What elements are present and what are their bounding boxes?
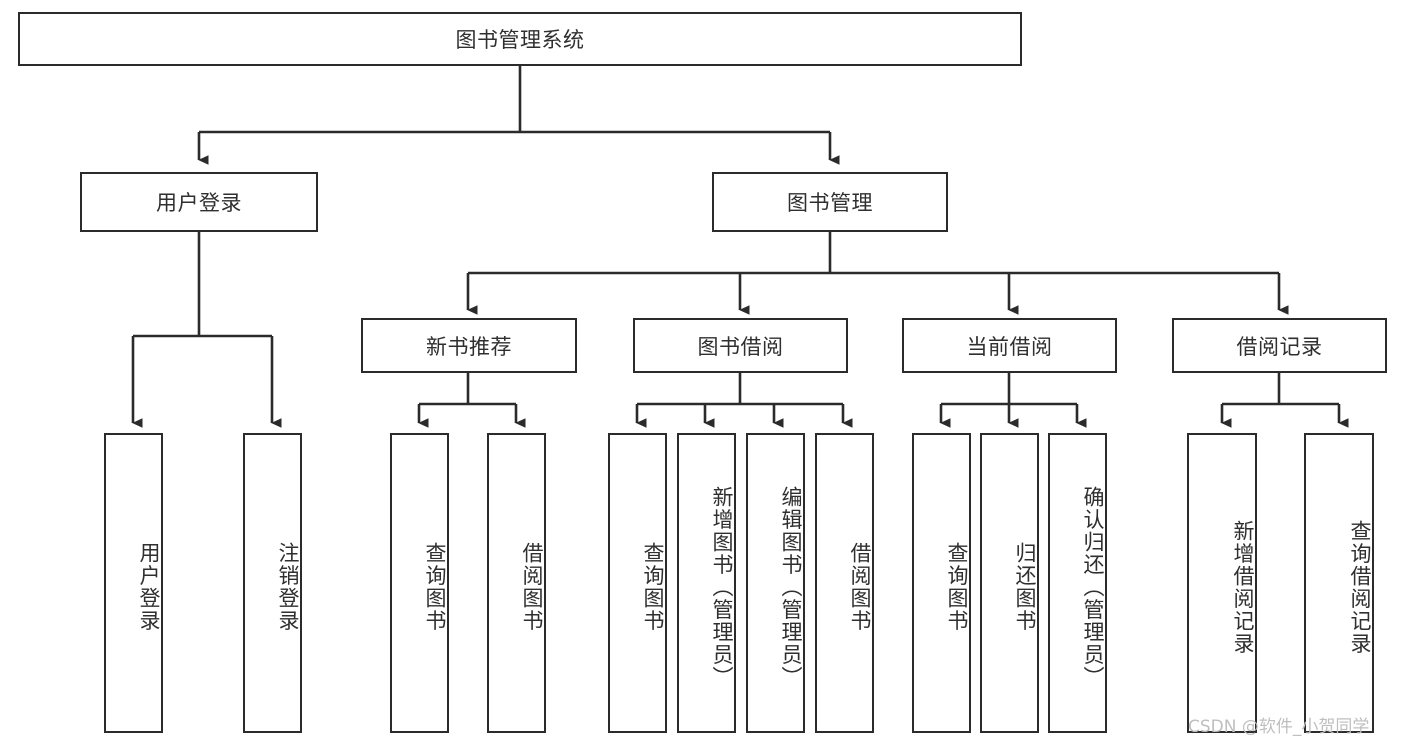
leaf-current-borrow-2[interactable]: 归还图书 (980, 433, 1039, 733)
node-user-login-label: 用户登录 (156, 191, 242, 215)
node-root[interactable]: 图书管理系统 (18, 12, 1022, 66)
leaf-current-borrow-1[interactable]: 查询图书 (912, 433, 971, 733)
node-user-login[interactable]: 用户登录 (80, 172, 318, 232)
node-borrow-record[interactable]: 借阅记录 (1172, 318, 1387, 373)
leaf-borrow-book-3[interactable]: 编辑图书（管理员） (746, 433, 805, 733)
leaf-user-login-1[interactable]: 用户登录 (104, 433, 163, 733)
leaf-current-borrow-1-label: 查询图书 (945, 542, 969, 632)
leaf-borrow-record-2-label: 查询借阅记录 (1348, 519, 1372, 655)
leaf-user-login-1-label: 用户登录 (137, 542, 161, 632)
leaf-user-login-2-label: 注销登录 (276, 542, 300, 632)
leaf-borrow-record-1-label: 新增借阅记录 (1231, 519, 1255, 655)
leaf-new-book-2-label: 借阅图书 (520, 542, 544, 632)
leaf-borrow-book-3-label: 编辑图书（管理员） (779, 485, 803, 689)
node-root-label: 图书管理系统 (455, 28, 585, 52)
node-current-borrow-label: 当前借阅 (966, 334, 1053, 359)
leaf-borrow-book-2[interactable]: 新增图书（管理员） (677, 433, 736, 733)
leaf-user-login-2[interactable]: 注销登录 (243, 433, 302, 733)
leaf-borrow-record-1[interactable]: 新增借阅记录 (1187, 433, 1257, 733)
leaf-borrow-book-4[interactable]: 借阅图书 (815, 433, 874, 733)
leaf-borrow-record-2[interactable]: 查询借阅记录 (1304, 433, 1374, 733)
leaf-borrow-book-4-label: 借阅图书 (848, 542, 872, 632)
leaf-current-borrow-3[interactable]: 确认归还（管理员） (1048, 433, 1107, 733)
node-new-book-recommend[interactable]: 新书推荐 (361, 318, 577, 373)
node-new-book-recommend-label: 新书推荐 (426, 334, 512, 359)
leaf-borrow-book-2-label: 新增图书（管理员） (710, 485, 734, 689)
leaf-new-book-1-label: 查询图书 (423, 542, 447, 632)
leaf-current-borrow-2-label: 归还图书 (1013, 542, 1037, 632)
node-book-borrow[interactable]: 图书借阅 (633, 318, 848, 373)
node-book-management[interactable]: 图书管理 (712, 172, 948, 232)
leaf-borrow-book-1[interactable]: 查询图书 (608, 433, 667, 733)
leaf-current-borrow-3-label: 确认归还（管理员） (1081, 485, 1105, 689)
leaf-borrow-book-1-label: 查询图书 (641, 542, 665, 632)
node-current-borrow[interactable]: 当前借阅 (902, 318, 1117, 373)
node-book-borrow-label: 图书借阅 (697, 334, 784, 359)
leaf-new-book-2[interactable]: 借阅图书 (487, 433, 546, 733)
node-book-management-label: 图书管理 (787, 191, 873, 215)
node-borrow-record-label: 借阅记录 (1236, 334, 1323, 359)
leaf-new-book-1[interactable]: 查询图书 (390, 433, 449, 733)
